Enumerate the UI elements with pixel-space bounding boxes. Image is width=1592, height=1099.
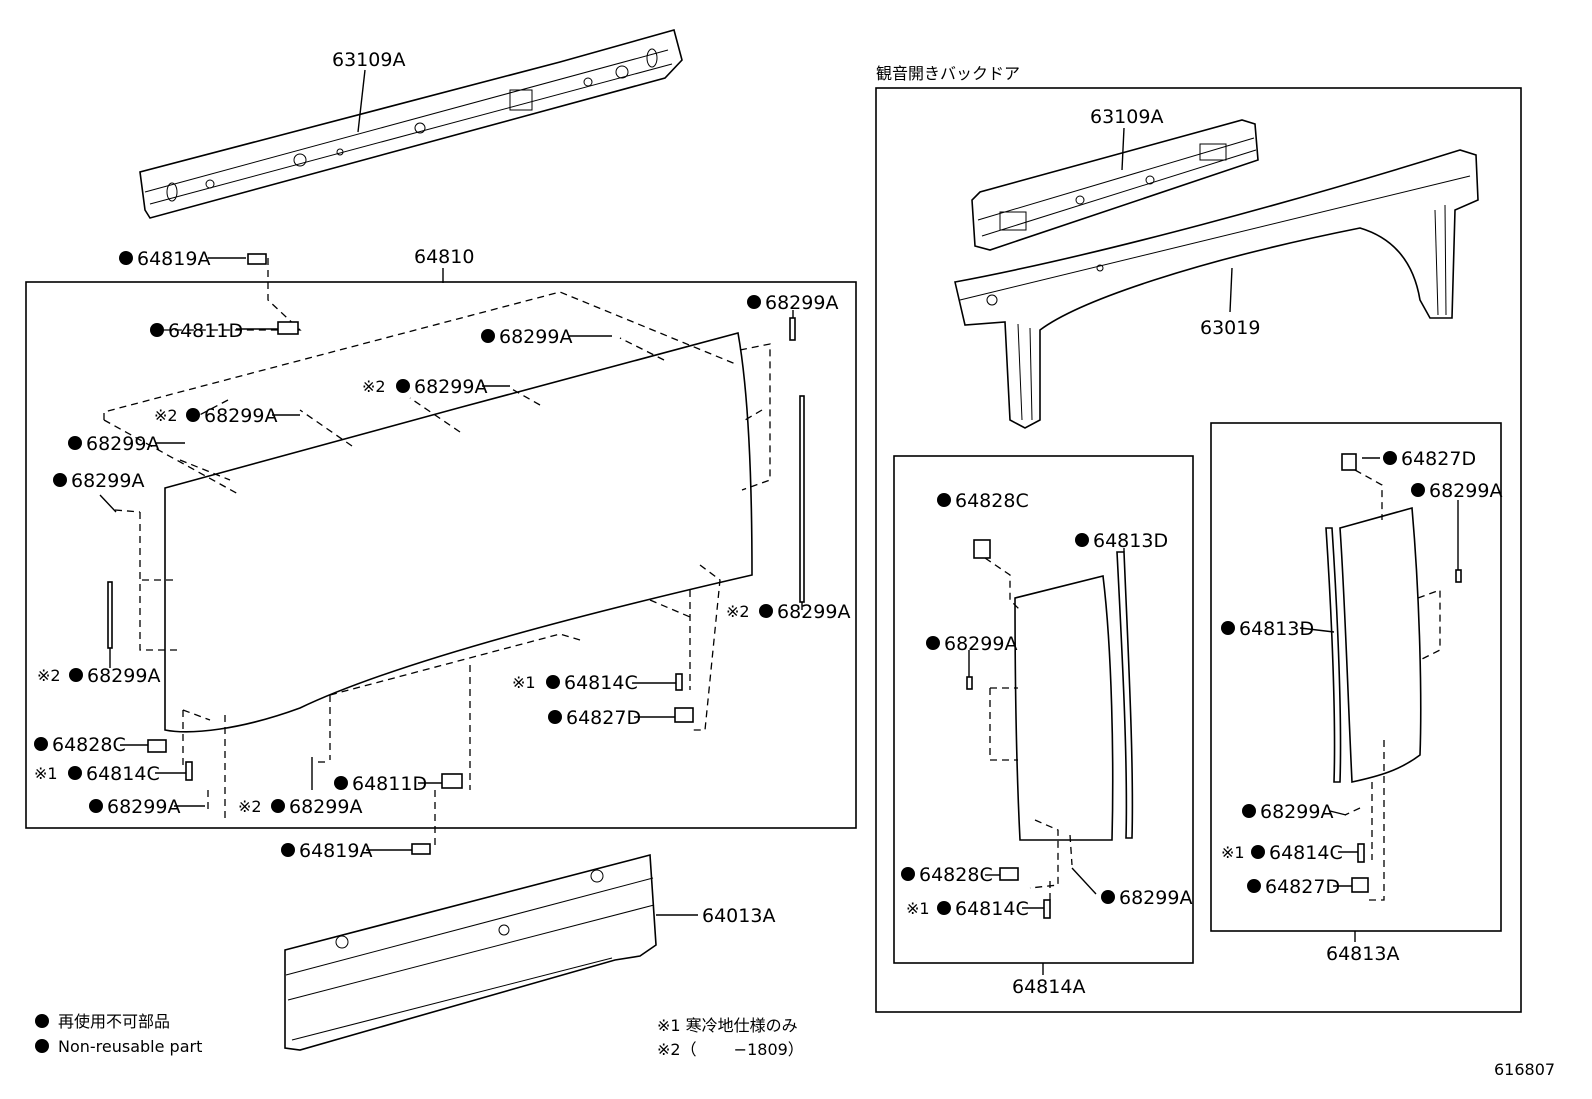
label-68299A-g: 68299A bbox=[777, 601, 850, 623]
legend-en: Non-reusable part bbox=[58, 1037, 202, 1056]
spacer-r-68299A-c bbox=[1455, 569, 1462, 583]
label-64819A-bottom: 64819A bbox=[299, 840, 372, 862]
spacer-68299A-tr bbox=[789, 317, 796, 341]
note-mark-2d: ※2 bbox=[37, 666, 61, 685]
label-r-64827D-top: 64827D bbox=[1401, 448, 1476, 470]
note-mark-1d: ※1 bbox=[1221, 843, 1245, 862]
spacer-68299A-left bbox=[107, 581, 113, 649]
label-64828C-left: 64828C bbox=[52, 734, 126, 756]
label-r-68299A-d: 68299A bbox=[1260, 801, 1333, 823]
label-64814C-left: 64814C bbox=[86, 763, 160, 785]
side-glass-left bbox=[1014, 575, 1114, 841]
pin-r-64814C-a bbox=[1043, 899, 1051, 919]
label-64814A: 64814A bbox=[1012, 976, 1085, 998]
note-mark-2e: ※2 bbox=[238, 797, 262, 816]
pin-64814C-left bbox=[185, 761, 193, 781]
footnote-2: ※2（ −1809） bbox=[657, 1040, 804, 1059]
label-64811D-bottom: 64811D bbox=[352, 773, 427, 795]
label-r-68299A-b: 68299A bbox=[1119, 887, 1192, 909]
note-mark-2a: ※2 bbox=[362, 377, 386, 396]
clip-r-64828C-bottom bbox=[999, 867, 1019, 881]
note-mark-1b: ※1 bbox=[34, 764, 58, 783]
clip-64827D-right bbox=[674, 707, 694, 723]
label-68299A-h: 68299A bbox=[87, 665, 160, 687]
label-68299A-f: 68299A bbox=[71, 470, 144, 492]
clip-r-64827D-top bbox=[1341, 453, 1357, 471]
spacer-68299A-right bbox=[799, 395, 805, 603]
legend-jp: 再使用不可部品 bbox=[58, 1012, 170, 1031]
pin-r-64814C-b bbox=[1357, 843, 1365, 863]
roof-rail-part bbox=[139, 29, 683, 219]
label-64813A: 64813A bbox=[1326, 943, 1399, 965]
clip-64828C-left bbox=[147, 739, 167, 753]
rear-header-part bbox=[954, 149, 1479, 429]
clip-64811D-top bbox=[277, 321, 299, 335]
label-r-64814C-a: 64814C bbox=[955, 898, 1029, 920]
clip-64819A-top bbox=[247, 253, 267, 265]
label-r-64828C-top: 64828C bbox=[955, 490, 1029, 512]
label-63109A-right: 63109A bbox=[1090, 106, 1163, 128]
label-68299A-i: 68299A bbox=[107, 796, 180, 818]
clip-64811D-bottom bbox=[441, 773, 463, 789]
barn-door-box bbox=[875, 87, 1522, 1013]
label-r-64827D-bottom: 64827D bbox=[1265, 876, 1340, 898]
section-title: 観音開きバックドア bbox=[876, 64, 1020, 83]
figure-id: 616807 bbox=[1494, 1060, 1555, 1079]
note-mark-1a: ※1 bbox=[512, 673, 536, 692]
label-64811D-top: 64811D bbox=[168, 320, 243, 342]
label-68299A-a: 68299A bbox=[499, 326, 572, 348]
label-r-64814C-b: 64814C bbox=[1269, 842, 1343, 864]
label-r-68299A-c: 68299A bbox=[1429, 480, 1502, 502]
side-glass-right bbox=[1339, 506, 1422, 783]
label-68299A-j: 68299A bbox=[289, 796, 362, 818]
clip-r-64828C-top bbox=[973, 539, 991, 559]
glass-assy-box-left bbox=[25, 281, 857, 829]
label-68299A-c: 68299A bbox=[414, 376, 487, 398]
label-r-64813D-b: 64813D bbox=[1239, 618, 1314, 640]
label-64810: 64810 bbox=[414, 246, 474, 268]
roof-rail-right-part bbox=[971, 119, 1259, 251]
footnote-1: ※1 寒冷地仕様のみ bbox=[657, 1016, 798, 1035]
label-r-68299A-a: 68299A bbox=[944, 633, 1017, 655]
label-64827D-right: 64827D bbox=[566, 707, 641, 729]
label-68299A-b: 68299A bbox=[765, 292, 838, 314]
label-r-64813D-a: 64813D bbox=[1093, 530, 1168, 552]
label-68299A-d: 68299A bbox=[204, 405, 277, 427]
label-64013A: 64013A bbox=[702, 905, 775, 927]
note-mark-2c: ※2 bbox=[726, 602, 750, 621]
label-64814C-right: 64814C bbox=[564, 672, 638, 694]
label-r-64828C-bottom: 64828C bbox=[919, 864, 993, 886]
label-64819A-top: 64819A bbox=[137, 248, 210, 270]
clip-64819A-bottom bbox=[411, 843, 431, 855]
lower-panel-part bbox=[284, 853, 657, 1051]
glass-assy-box-64813A bbox=[1210, 422, 1502, 932]
note-mark-1c: ※1 bbox=[906, 899, 930, 918]
note-mark-2b: ※2 bbox=[154, 406, 178, 425]
spacer-r-68299A-a bbox=[966, 676, 973, 690]
pin-64814C-right bbox=[675, 673, 683, 691]
back-glass-left bbox=[164, 332, 753, 733]
clip-r-64827D-bottom bbox=[1351, 877, 1369, 893]
label-63019: 63019 bbox=[1200, 317, 1260, 339]
label-63109A-top: 63109A bbox=[332, 49, 405, 71]
label-68299A-e: 68299A bbox=[86, 433, 159, 455]
